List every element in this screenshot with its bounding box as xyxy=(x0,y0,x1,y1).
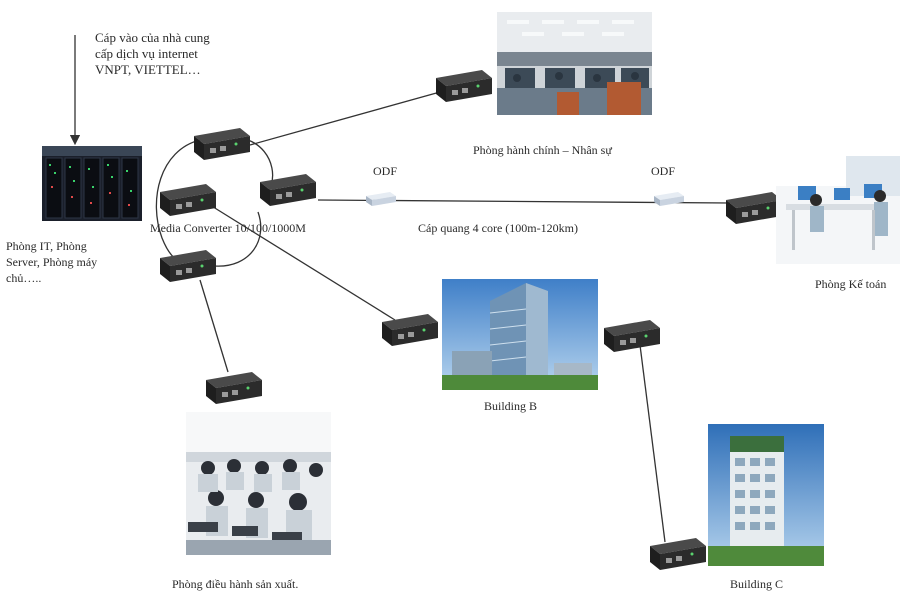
odf-label-right: ODF xyxy=(651,164,676,178)
link-to-building-b xyxy=(209,204,396,321)
media-converter-label: Media Converter 10/100/1000M xyxy=(150,221,306,235)
building-c-photo xyxy=(708,424,824,566)
building-b-label: Building B xyxy=(484,399,538,413)
media-converter-icon xyxy=(646,534,708,577)
building-c-label: Building C xyxy=(730,577,784,591)
media-converter-icon xyxy=(432,66,494,109)
media-converter-icon xyxy=(156,180,218,223)
media-converter-icon xyxy=(600,316,662,359)
it-room-label: Phòng IT, Phòng Server, Phòng máy chủ….. xyxy=(6,239,98,285)
media-converter-icon xyxy=(256,170,318,213)
building-b-photo xyxy=(442,279,598,390)
link-building-b-to-c xyxy=(639,344,666,543)
link-to-hr xyxy=(249,91,441,146)
media-converter-icon xyxy=(722,188,784,231)
accounting-room-label: Phòng Kế toán xyxy=(815,277,887,291)
link-to-production xyxy=(199,279,229,373)
production-room-photo xyxy=(186,412,331,555)
server-room-photo xyxy=(42,146,142,221)
fiber-cable-label: Cáp quang 4 core (100m-120km) xyxy=(418,221,578,235)
media-converter-icon xyxy=(202,368,264,411)
production-room-label: Phòng điều hành sản xuất. xyxy=(172,577,299,591)
odf-right-icon xyxy=(652,190,686,213)
odf-left-icon xyxy=(364,190,398,213)
media-converter-icon xyxy=(378,310,440,353)
media-converter-icon xyxy=(156,246,218,289)
isp-cable-label: Cáp vào của nhà cung cấp dịch vụ interne… xyxy=(95,30,210,77)
odf-label-left: ODF xyxy=(373,164,398,178)
accounting-office-photo xyxy=(776,156,900,264)
hr-room-label: Phòng hành chính – Nhân sự xyxy=(473,143,612,157)
hr-office-photo xyxy=(497,12,652,115)
media-converter-icon xyxy=(190,124,252,167)
